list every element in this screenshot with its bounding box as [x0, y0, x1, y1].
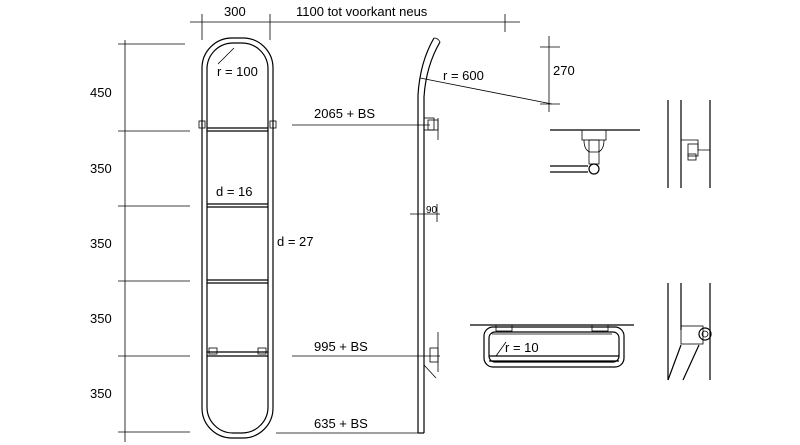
left-dimension-chain — [118, 40, 190, 442]
spacing-90-label: 90 — [426, 205, 438, 216]
ladder-side-view — [410, 37, 553, 434]
top-plan-detail — [550, 129, 640, 175]
height-label-5: 350 — [90, 386, 112, 401]
radius-top-label: r = 100 — [217, 64, 258, 79]
top-length-label: 1100 tot voorkant neus — [296, 4, 428, 19]
ladder-front-view — [198, 37, 277, 439]
level-middle-label: 995 + BS — [314, 339, 368, 354]
height-label-4: 350 — [90, 311, 112, 326]
side-height-label: 270 — [553, 63, 575, 78]
side-height-dimension — [540, 36, 560, 112]
right-lower-detail — [667, 283, 712, 381]
radius-side-label: r = 600 — [443, 68, 484, 83]
rung-diameter-label: d = 16 — [216, 184, 253, 199]
height-label-1: 450 — [90, 85, 112, 100]
radius-detail-label: r = 10 — [505, 340, 539, 355]
right-upper-detail — [667, 100, 711, 188]
level-lower-label: 635 + BS — [314, 416, 368, 431]
bottom-plan-detail — [470, 324, 634, 368]
height-label-2: 350 — [90, 161, 112, 176]
height-label-3: 350 — [90, 236, 112, 251]
rail-diameter-label: d = 27 — [277, 234, 314, 249]
level-lines — [276, 124, 440, 434]
top-width-label: 300 — [224, 4, 246, 19]
top-dimension-line — [190, 14, 520, 40]
level-upper-label: 2065 + BS — [314, 106, 375, 121]
